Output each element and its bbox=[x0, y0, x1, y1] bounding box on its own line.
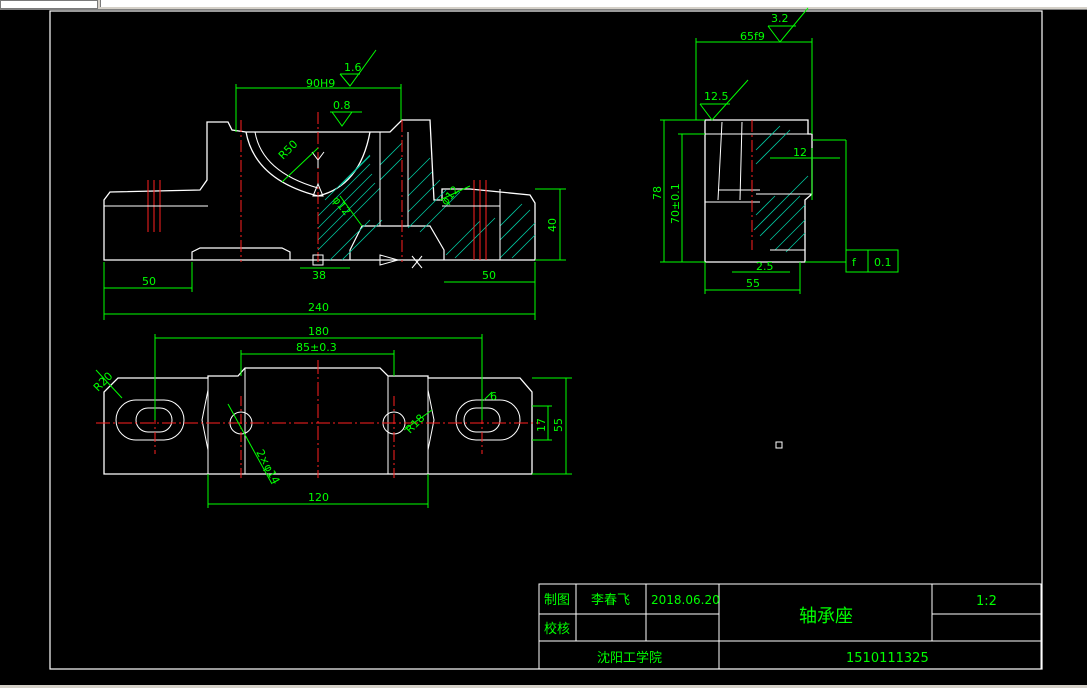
dim-17: 17 bbox=[535, 418, 548, 432]
dim-2-5: 2.5 bbox=[756, 260, 774, 273]
dim-roughness-12-5: 12.5 bbox=[704, 90, 729, 103]
dim-78: 78 bbox=[651, 186, 664, 200]
dim-120: 120 bbox=[308, 491, 329, 504]
layer-dropdown[interactable] bbox=[0, 0, 98, 9]
side-dimensions bbox=[660, 7, 899, 294]
front-bottom-recess-2 bbox=[349, 225, 445, 260]
section-hatching bbox=[317, 142, 536, 261]
ucs-x-arrow bbox=[379, 254, 400, 266]
cursor-pickbox bbox=[775, 441, 783, 449]
dim-55-side: 55 bbox=[746, 277, 760, 290]
dim-phi12-left: φ12 bbox=[330, 194, 354, 219]
dim-38: 38 bbox=[312, 269, 326, 282]
ucs-origin-marker bbox=[312, 254, 324, 266]
dim-180: 180 bbox=[308, 325, 329, 338]
ucs-x-label bbox=[411, 255, 423, 269]
tb-student-id: 1510111325 bbox=[846, 651, 929, 666]
dim-40: 40 bbox=[546, 218, 559, 232]
dim-240: 240 bbox=[308, 301, 329, 314]
cad-toolbar-strip bbox=[0, 0, 1087, 10]
status-strip bbox=[0, 685, 1087, 688]
tb-drawn-date: 2018.06.20 bbox=[651, 593, 720, 607]
dim-roughness-1-6: 1.6 bbox=[344, 61, 362, 74]
dim-phi12-right: φ12 bbox=[438, 183, 462, 208]
ucs-y-label bbox=[311, 151, 325, 168]
dim-70-tol: 70±0.1 bbox=[669, 183, 682, 224]
drawing-border bbox=[49, 10, 1043, 670]
tb-school: 沈阳工学院 bbox=[597, 650, 662, 666]
bearing-bore-arc bbox=[245, 131, 371, 197]
tb-part-name: 轴承座 bbox=[799, 606, 853, 627]
dim-r50: R50 bbox=[276, 138, 300, 162]
dim-90h9: 90H9 bbox=[306, 77, 335, 90]
slot-right bbox=[455, 399, 521, 441]
dim-50-right: 50 bbox=[482, 269, 496, 282]
side-hatching bbox=[753, 125, 809, 253]
dim-65f9: 65f9 bbox=[740, 30, 765, 43]
property-bar[interactable] bbox=[100, 0, 1087, 7]
dim-roughness-3-2: 3.2 bbox=[771, 12, 789, 25]
dim-55-top: 55 bbox=[552, 418, 565, 432]
flatness-symbol: f bbox=[852, 256, 857, 269]
top-outline bbox=[103, 367, 533, 475]
dim-85-tol: 85±0.3 bbox=[296, 341, 337, 354]
flatness-value: 0.1 bbox=[874, 256, 892, 269]
bearing-bore-inner bbox=[254, 131, 319, 189]
dim-2-phi14: 2×φ14 bbox=[253, 447, 282, 486]
tb-drawn-label: 制图 bbox=[544, 593, 570, 608]
dim-50-left: 50 bbox=[142, 275, 156, 288]
ucs-y-arrow bbox=[312, 182, 324, 197]
top-dimensions bbox=[95, 334, 572, 508]
front-dimensions bbox=[103, 49, 566, 320]
dim-r20: R20 bbox=[91, 370, 115, 394]
tb-scale: 1:2 bbox=[976, 594, 997, 609]
tb-drawn-name: 李春飞 bbox=[591, 593, 630, 608]
title-block bbox=[538, 583, 1042, 670]
tb-checked-label: 校核 bbox=[544, 621, 570, 637]
slot-left bbox=[115, 399, 185, 441]
top-view bbox=[96, 360, 540, 478]
dim-6: 6 bbox=[490, 390, 497, 403]
side-view bbox=[704, 119, 813, 263]
dim-12: 12 bbox=[793, 146, 807, 159]
dim-roughness-0-8: 0.8 bbox=[333, 99, 351, 112]
front-view bbox=[103, 112, 536, 269]
